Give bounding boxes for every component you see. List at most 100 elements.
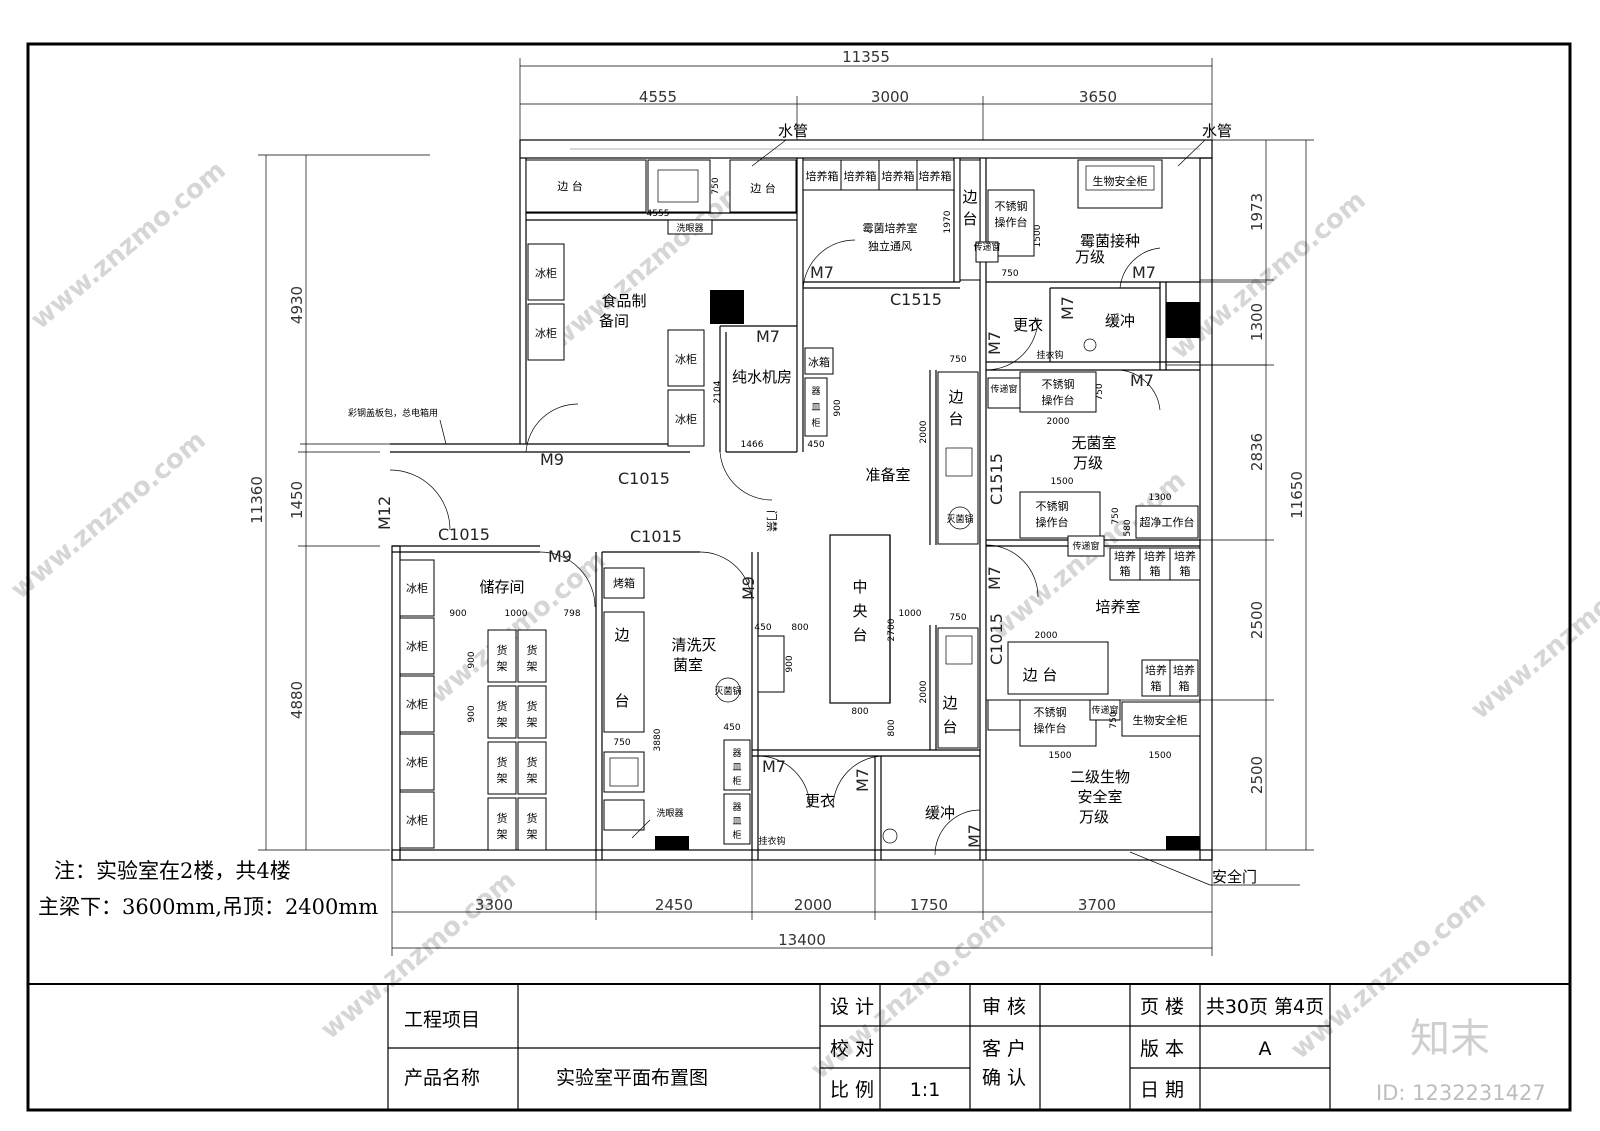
svg-text:货: 货 [527, 811, 538, 825]
room-prep: 准备室 [865, 466, 910, 484]
pass-window-label: 传递窗 [973, 241, 1000, 253]
dim-label: 750 [711, 177, 721, 194]
svg-text:箱: 箱 [1180, 564, 1191, 578]
clean-bench-label: 超净工作台 [1140, 515, 1195, 529]
svg-text:架: 架 [527, 772, 538, 785]
ss-bench-label: 操作台 [1036, 515, 1069, 529]
incubator-row-culture: 培养 箱 培养 箱 培养 箱 [1109, 547, 1201, 581]
svg-text:架: 架 [527, 716, 538, 729]
central-table-2: 央 [852, 602, 867, 620]
room-mold-culture: 霉菌培养室 [863, 221, 918, 235]
water-pipe-label: 水管 [778, 122, 808, 140]
eyewash-top [667, 219, 713, 235]
autoclave-label: 灭菌锅 [946, 513, 973, 525]
eyewash-sink [603, 799, 645, 831]
project-label: 工程项目 [404, 1009, 480, 1031]
room-change-top: 更衣 [1013, 316, 1043, 334]
door-label-m7: M7 [965, 824, 984, 848]
room-culture: 培养室 [1095, 598, 1140, 616]
svg-text:架: 架 [497, 660, 508, 673]
dim-left-seg2: 1450 [288, 481, 306, 519]
svg-text:柜: 柜 [732, 775, 741, 787]
svg-text:冰柜: 冰柜 [406, 814, 428, 827]
dim-label: 450 [754, 623, 771, 633]
dim-label: 1500 [1049, 751, 1072, 761]
dim-label: 2000 [1035, 631, 1058, 641]
fridge-column-storage: 冰柜 冰柜 冰柜 冰柜 冰柜 [399, 559, 435, 849]
svg-text:冰柜: 冰柜 [406, 756, 428, 769]
autoclave [715, 677, 741, 703]
room-mold-inoculation-grade: 万级 [1075, 248, 1105, 266]
door-label-m7: M7 [985, 566, 1004, 590]
side-bench-culture [937, 627, 979, 749]
dish-cabinet [757, 635, 785, 693]
fridge-label: 冰柜 [535, 267, 557, 280]
room-bsl2-2: 安全室 [1077, 788, 1122, 806]
side-bench-v: 边 [614, 626, 629, 644]
fridge-label: 冰柜 [675, 413, 697, 426]
central-table-3: 台 [852, 626, 867, 644]
svg-text:培养: 培养 [1144, 549, 1166, 563]
dim-label: 2000 [919, 420, 929, 443]
scale-label: 比 例 [830, 1079, 874, 1101]
svg-text:货: 货 [497, 755, 508, 769]
side-bench-top-left [525, 159, 647, 213]
door-label-m7: M7 [853, 768, 872, 792]
product-label: 产品名称 [404, 1067, 480, 1089]
panel-note: 彩钢盖板包，总电箱用 [348, 407, 438, 419]
eyewash-label: 洗眼器 [656, 807, 683, 819]
pass-window-label: 传递窗 [990, 383, 1017, 395]
dim-left-seg1: 4930 [288, 286, 306, 324]
dish-cabinet [723, 793, 751, 845]
sink-wash [603, 751, 645, 793]
client-label-2: 确 认 [982, 1067, 1026, 1089]
door-swings [389, 239, 1161, 856]
dim-right-seg3: 2836 [1248, 433, 1266, 471]
dim-label: 450 [723, 723, 740, 733]
dim-label: 1466 [741, 440, 764, 450]
design-label: 设 计 [830, 996, 874, 1018]
fridge [667, 389, 705, 447]
dim-bottom-seg1: 3300 [475, 896, 513, 914]
svg-text:柜: 柜 [732, 829, 741, 841]
dim-label: 750 [613, 738, 630, 748]
dim-label: 1000 [899, 609, 922, 619]
dim-label: 450 [807, 440, 824, 450]
svg-text:架: 架 [527, 660, 538, 673]
svg-text:架: 架 [527, 828, 538, 841]
dish-cabinet [804, 377, 828, 437]
dim-label: 750 [949, 355, 966, 365]
pass-window-label: 传递窗 [1072, 540, 1099, 552]
room-bsl2: 二级生物 [1070, 768, 1130, 786]
ss-bench-label: 操作台 [995, 215, 1028, 229]
sink [647, 159, 711, 213]
dim-top-seg1: 4555 [639, 88, 677, 106]
side-bench-v: 边 [942, 694, 957, 712]
room-food-prep-1: 食品制 [601, 292, 646, 310]
side-bench-v: 台 [962, 210, 977, 228]
dim-label: 900 [833, 399, 843, 416]
svg-text:架: 架 [497, 772, 508, 785]
hook-label: 挂衣钩 [1036, 349, 1063, 361]
dim-right-seg5: 2500 [1248, 756, 1266, 794]
dim-label: 1500 [1149, 751, 1172, 761]
biosafety-cabinet-bsl [1121, 701, 1201, 737]
room-food-prep-2: 备间 [599, 312, 629, 330]
biosafety-cabinet-label: 生物安全柜 [1133, 713, 1188, 727]
dimension-lines [258, 58, 1314, 956]
incubator-row-top: 培养箱 培养箱 培养箱 培养箱 [802, 159, 955, 191]
side-bench-label: 边 台 [750, 181, 776, 195]
dim-label: 1000 [505, 609, 528, 619]
dim-label: 900 [467, 705, 477, 722]
pass-window [1089, 699, 1121, 721]
room-bsl2-grade: 万级 [1079, 808, 1109, 826]
window-label-c1515: C1515 [987, 453, 1006, 505]
dim-label: 750 [1109, 711, 1119, 728]
scale-value: 1:1 [910, 1079, 941, 1101]
svg-text:培养: 培养 [1174, 549, 1196, 563]
dim-label: 1500 [1051, 477, 1074, 487]
pass-window-label: 传递窗 [1091, 704, 1118, 716]
dish-label: 器 [811, 386, 820, 397]
image-id-watermark: ID: 1232231427 [1376, 1081, 1546, 1105]
